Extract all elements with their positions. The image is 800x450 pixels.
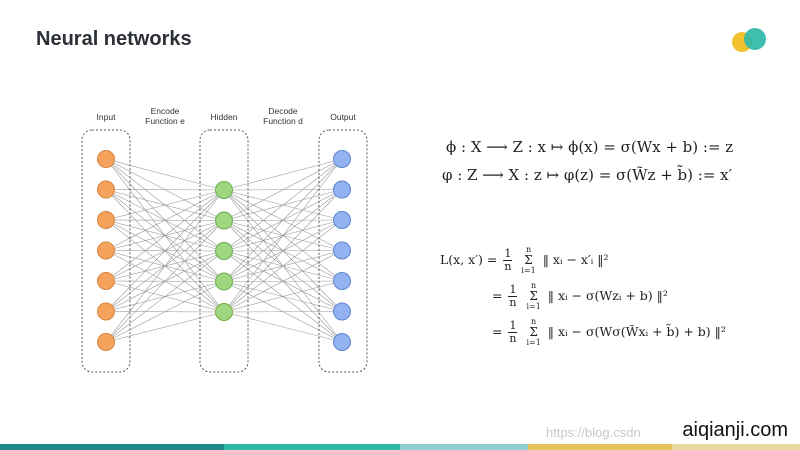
label-decode-line1: Decode xyxy=(268,106,298,116)
input-neuron xyxy=(97,302,115,321)
output-neuron xyxy=(333,272,351,290)
nodes xyxy=(97,150,351,351)
output-neuron xyxy=(333,150,351,168)
input-neuron xyxy=(97,180,115,199)
input-neuron xyxy=(97,150,115,168)
hidden-neuron xyxy=(215,272,233,291)
logo-teal-shape xyxy=(744,28,766,50)
connection-edge xyxy=(223,158,343,221)
output-neuron xyxy=(333,333,351,351)
hidden-neuron xyxy=(215,242,233,260)
connection-edge xyxy=(223,250,343,313)
connection-edge xyxy=(223,158,343,191)
connection-edge xyxy=(105,281,225,343)
eq-sign: = xyxy=(492,324,503,340)
hidden-neuron xyxy=(215,181,233,199)
logo-icon xyxy=(732,28,766,52)
slide-title: Neural networks xyxy=(36,28,192,50)
encoder-equation: ϕ : X ⟶ Z : x ↦ ϕ(x) = σ(Wx + b) := z xyxy=(446,138,734,156)
site-watermark: aiqianji.com xyxy=(682,419,788,441)
loss-term-2: ‖ xᵢ − σ(Wzᵢ + b) ‖² xyxy=(547,288,668,304)
bar-seg xyxy=(672,444,800,450)
connection-edge xyxy=(105,220,225,343)
decoder-equation: φ : Z ⟶ X : z ↦ φ(z) = σ(W̃z + b̃) := x′ xyxy=(442,166,733,184)
connection-edge xyxy=(105,311,225,343)
output-neuron xyxy=(333,241,351,260)
connection-edge xyxy=(105,189,225,251)
label-output: Output xyxy=(330,112,356,122)
connection-edge xyxy=(223,311,343,313)
input-neuron xyxy=(97,241,115,260)
url-watermark: https://blog.csdn xyxy=(546,425,641,440)
connection-edge xyxy=(105,189,225,191)
input-neuron xyxy=(97,211,115,229)
connection-edge xyxy=(223,280,343,313)
loss-term-1: ‖ xᵢ − x′ᵢ ‖² xyxy=(542,252,609,268)
connection-edge xyxy=(223,311,343,343)
input-neuron xyxy=(97,272,115,290)
connection-edge xyxy=(105,189,225,312)
output-neuron xyxy=(333,211,351,229)
eq-sign: = xyxy=(492,288,503,304)
loss-term-3: ‖ xᵢ − σ(Wσ(W̃xᵢ + b̃) + b) ‖² xyxy=(547,324,726,340)
loss-lhs: L(x, x′) = xyxy=(440,252,498,268)
hidden-neuron xyxy=(215,303,233,321)
connection-edge xyxy=(223,158,343,313)
connection-edge xyxy=(223,189,343,313)
input-layer-box xyxy=(81,129,131,373)
connection-edge xyxy=(105,189,225,343)
label-encode-line1: Encode xyxy=(151,106,180,116)
output-neuron xyxy=(333,302,351,321)
bar-seg xyxy=(0,444,224,450)
connection-edge xyxy=(223,158,343,282)
hidden-neuron xyxy=(215,211,233,230)
label-hidden: Hidden xyxy=(211,112,238,122)
label-input: Input xyxy=(97,112,117,122)
connection-edge xyxy=(105,250,225,343)
label-encode-line2: Function e xyxy=(145,116,185,126)
bar-seg xyxy=(224,444,400,450)
bar-seg xyxy=(528,444,672,450)
connection-edge xyxy=(105,158,225,191)
bar-seg xyxy=(400,444,528,450)
connection-edge xyxy=(223,219,343,313)
edges xyxy=(105,158,343,343)
input-neuron xyxy=(97,333,115,351)
footer-color-bar xyxy=(0,444,800,450)
connection-edge xyxy=(105,189,225,221)
connection-edge xyxy=(223,158,343,252)
label-decode-line2: Function d xyxy=(263,116,303,126)
connection-edge xyxy=(105,189,225,282)
output-layer-box xyxy=(318,129,368,373)
output-neuron xyxy=(333,180,351,199)
hidden-layer-box xyxy=(199,129,249,373)
